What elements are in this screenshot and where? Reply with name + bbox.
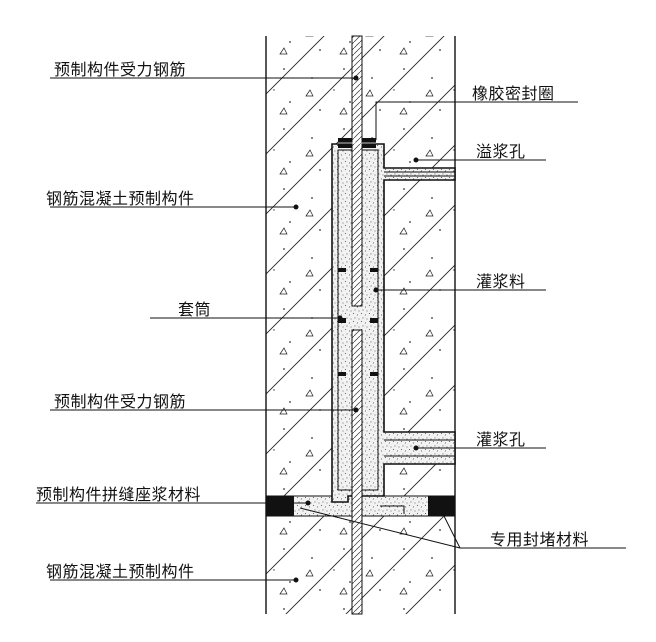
sleeve-ribs (338, 268, 378, 376)
label-overflow-hole: 溢浆孔 (476, 142, 526, 161)
label-rubber-seal: 橡胶密封圈 (472, 84, 555, 103)
plug-material-left (266, 496, 294, 516)
rebar-top (351, 35, 363, 307)
leader-dots (293, 75, 419, 583)
plug-material-right (428, 496, 455, 516)
label-component-top: 钢筋混凝土预制构件 (46, 189, 195, 208)
label-plug-material: 专用封堵材料 (490, 530, 590, 549)
label-component-bottom: 钢筋混凝土预制构件 (46, 562, 195, 581)
rebar-bottom (351, 329, 363, 615)
label-seam-mortar: 预制构件拼缝座浆材料 (36, 485, 202, 504)
label-rebar-top: 预制构件受力钢筋 (54, 60, 187, 79)
label-grout: 灌浆料 (476, 272, 526, 291)
leader-lines (36, 77, 626, 581)
label-grout-hole: 灌浆孔 (476, 430, 526, 449)
sleeve-body (331, 143, 456, 503)
label-sleeve: 套筒 (178, 300, 212, 319)
label-rebar-bottom: 预制构件受力钢筋 (54, 392, 187, 411)
